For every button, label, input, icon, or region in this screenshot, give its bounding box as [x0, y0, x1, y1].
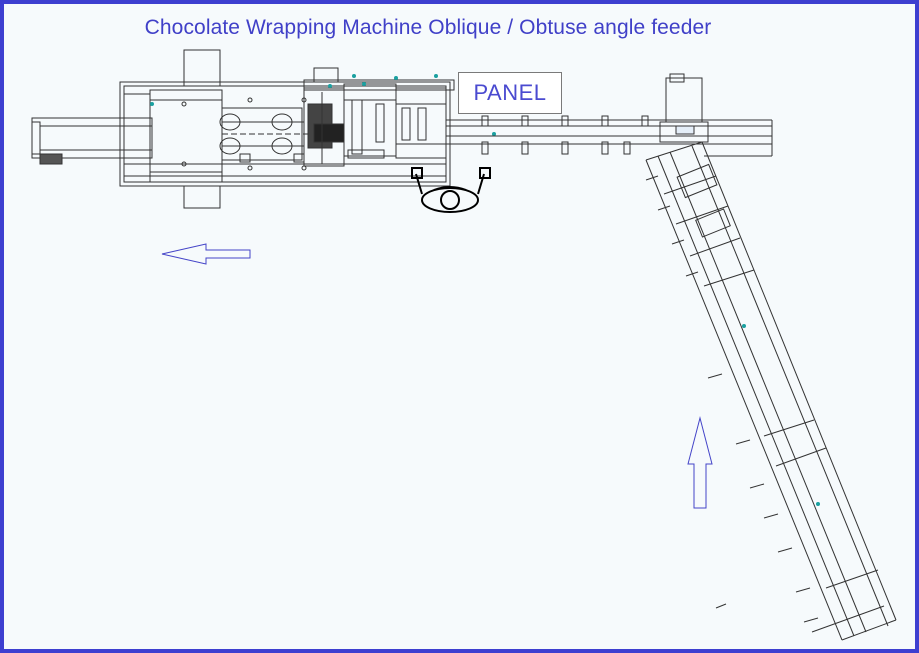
flow-arrow-up	[687, 416, 713, 509]
corner-drive-unit	[659, 73, 709, 143]
oblique-feeder-pins	[645, 175, 819, 623]
outfeed-conveyor	[31, 117, 153, 165]
horizontal-feed-conveyor	[446, 119, 773, 157]
conveyor-guide-pins	[481, 115, 649, 155]
control-panel-box: PANEL	[458, 72, 562, 114]
flow-arrow-left	[161, 243, 251, 265]
oblique-feeder-conveyor	[645, 141, 897, 641]
accent-markers	[150, 74, 820, 506]
panel-label: PANEL	[473, 80, 547, 105]
diagram-title: Chocolate Wrapping Machine Oblique / Obt…	[144, 16, 712, 39]
wrapping-machine-body	[119, 49, 455, 209]
machine-layout-drawing	[31, 49, 897, 641]
operator-figure	[411, 167, 491, 213]
